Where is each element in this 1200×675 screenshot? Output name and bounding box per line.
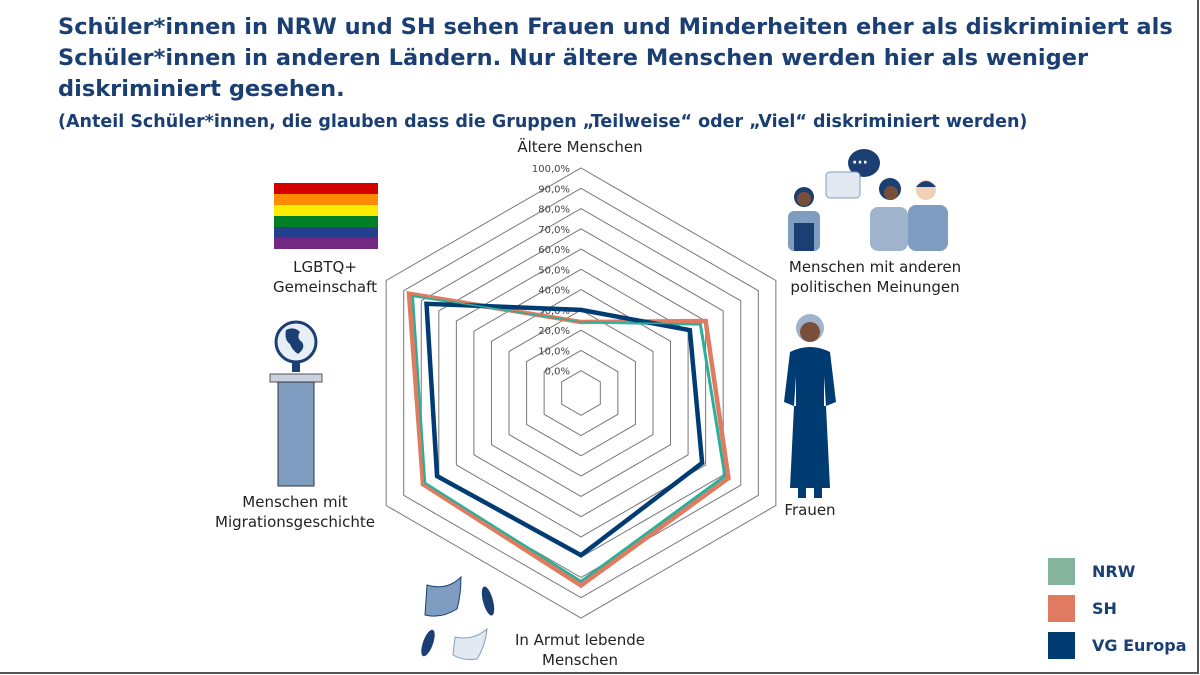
legend-swatch-sh [1048, 594, 1075, 622]
series-line-nrw-overlay [411, 294, 726, 583]
tick-label: 10,0% [538, 346, 570, 357]
series-line-vg-europa [424, 301, 705, 558]
legend-item-vg-europa: VG Europa [1048, 627, 1187, 663]
grid-ring [508, 309, 654, 477]
svg-text:···: ··· [852, 155, 868, 171]
grid-ring [403, 187, 759, 599]
tick-label: 0,0% [545, 367, 570, 378]
legend-label-vg-europa: VG Europa [1092, 635, 1187, 655]
axis-label-frauen: Frauen [784, 501, 836, 519]
tick-label: 50,0% [538, 265, 570, 276]
legend-swatch-nrw [1048, 557, 1075, 585]
tick-label: 40,0% [538, 286, 570, 297]
money-coins-icon [421, 575, 495, 660]
legend-label-sh: SH [1092, 598, 1117, 618]
series-line-sh [406, 290, 731, 589]
grid-ring [385, 167, 777, 619]
chart-legend: NRW SH VG Europa [1048, 553, 1187, 664]
tick-label: 70,0% [538, 225, 570, 236]
grid-ring [455, 248, 707, 538]
tick-label: 90,0% [538, 184, 570, 195]
globe-on-pedestal-icon [269, 320, 323, 487]
legend-item-nrw: NRW [1048, 553, 1187, 589]
tick-label: 80,0% [538, 205, 570, 216]
people-discussing-icon: ··· [788, 149, 948, 251]
axis-label-aeltere: Ältere Menschen [517, 138, 643, 156]
woman-icon [784, 314, 836, 498]
tick-label: 30,0% [538, 306, 570, 317]
grid-ring [420, 207, 742, 579]
tick-label: 20,0% [538, 326, 570, 337]
grid-ring [561, 370, 601, 416]
tick-label: 100,0% [532, 164, 570, 175]
axis-label-lgbtq: LGBTQ+Gemeinschaft [272, 258, 378, 296]
grid-ring [526, 329, 636, 457]
legend-label-nrw: NRW [1092, 561, 1136, 581]
grid-ring [543, 349, 619, 437]
legend-item-sh: SH [1048, 590, 1187, 626]
chart-subtitle: (Anteil Schüler*innen, die glauben dass … [58, 112, 1028, 132]
legend-swatch-vg-europa [1048, 631, 1075, 659]
tick-label: 60,0% [538, 245, 570, 256]
series-line-nrw [410, 293, 727, 584]
grid-ring [490, 289, 672, 497]
chart-title: Schüler*innen in NRW und SH sehen Frauen… [58, 14, 1173, 102]
rainbow-flag-icon [274, 183, 378, 249]
